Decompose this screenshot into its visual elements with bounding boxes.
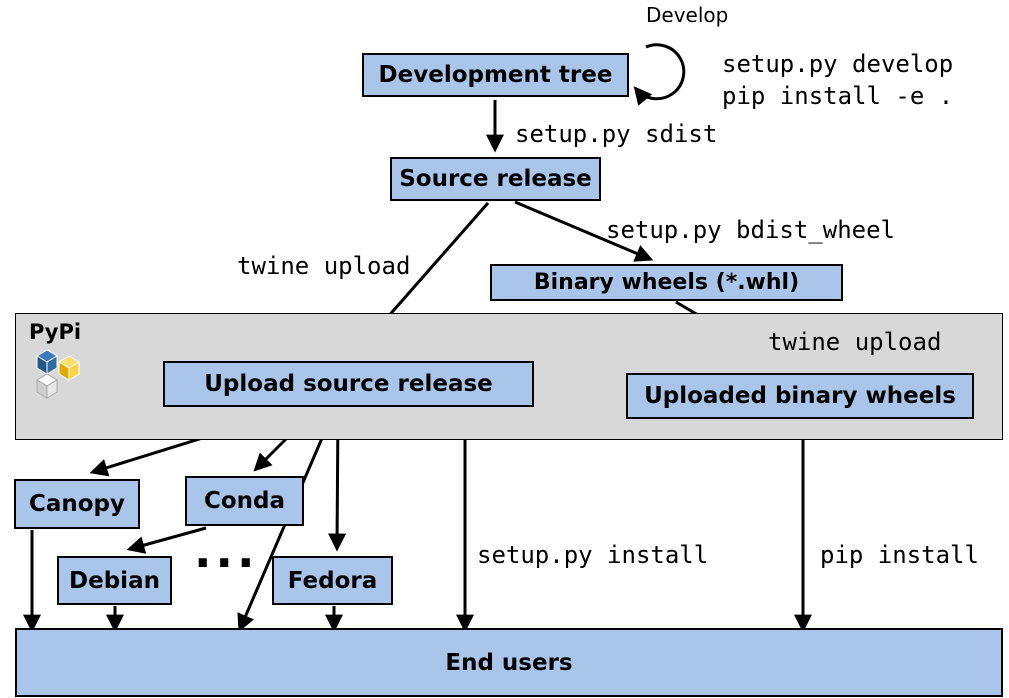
node-uploaded-binary-wheels: Uploaded binary wheels <box>626 373 974 419</box>
label-pip-install: pip install <box>820 541 979 569</box>
pypi-logo-icon <box>36 349 80 399</box>
label-ellipsis: ... <box>194 524 259 578</box>
label-pip-install-e: pip install -e . <box>722 82 954 110</box>
label-develop: Develop <box>646 3 729 27</box>
node-debian: Debian <box>57 556 172 605</box>
node-canopy: Canopy <box>14 479 140 529</box>
label-setup-py-develop: setup.py develop <box>722 50 954 78</box>
label-twine-upload-wheels: twine upload <box>768 328 942 356</box>
node-fedora: Fedora <box>272 556 393 605</box>
node-binary-wheels: Binary wheels (*.whl) <box>490 264 843 301</box>
label-setup-py-bdist-wheel: setup.py bdist_wheel <box>606 216 895 244</box>
pypi-label: PyPi <box>29 320 82 344</box>
arrow-develop-loop <box>633 43 686 106</box>
node-development-tree: Development tree <box>362 53 629 97</box>
label-setup-py-sdist: setup.py sdist <box>515 120 718 148</box>
node-upload-source-release: Upload source release <box>163 361 534 407</box>
node-conda: Conda <box>185 476 304 526</box>
label-twine-upload-source: twine upload <box>237 252 411 280</box>
node-end-users: End users <box>15 628 1003 697</box>
label-setup-py-install: setup.py install <box>477 541 709 569</box>
node-source-release: Source release <box>390 157 601 201</box>
